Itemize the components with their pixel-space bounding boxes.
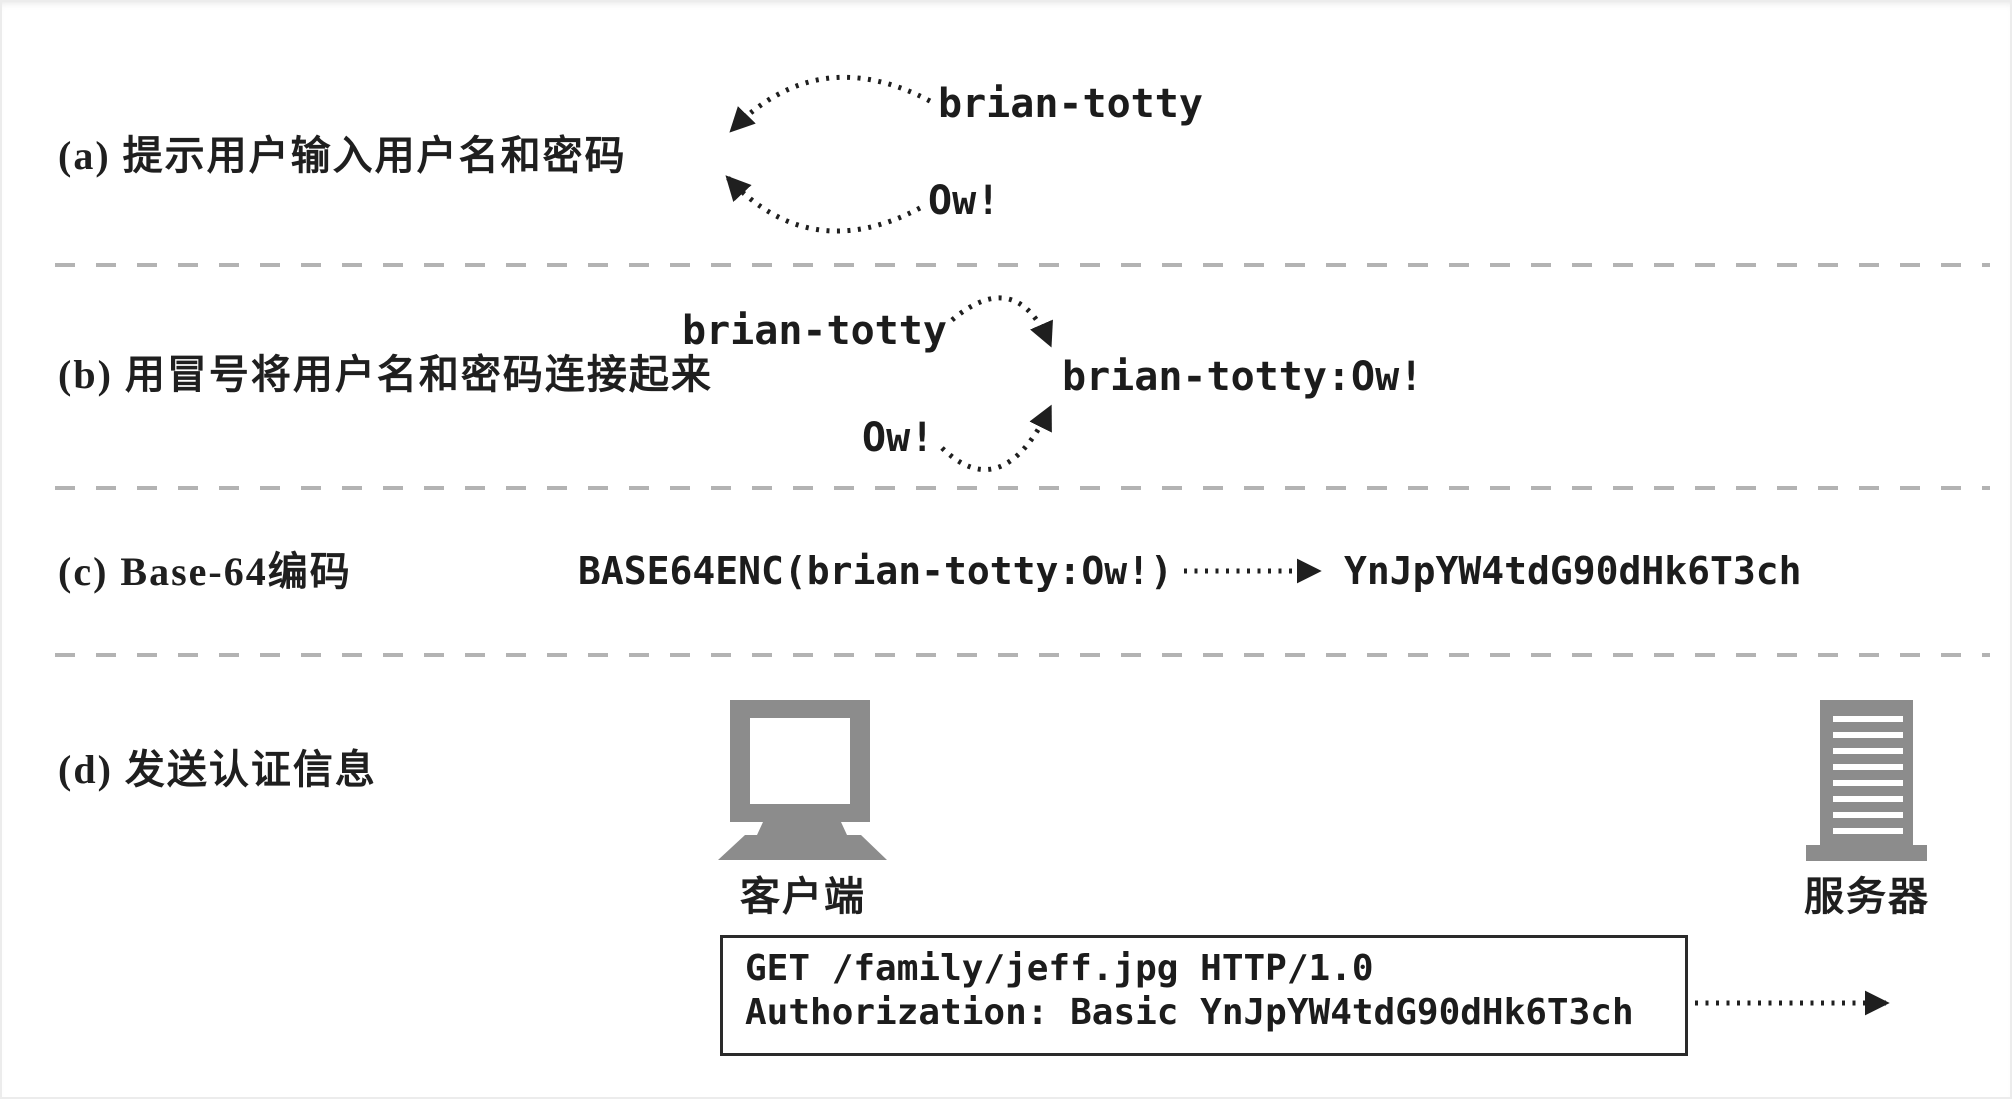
- section-c-encoded-value: YnJpYW4tdG90dHk6T3ch: [1344, 549, 1802, 593]
- section-c-label: (c) Base-64编码: [58, 549, 352, 594]
- request-line-1: GET /family/jeff.jpg HTTP/1.0: [745, 948, 1374, 989]
- separator-3: [55, 653, 1990, 657]
- server-slats: [1833, 716, 1903, 834]
- section-c-expression: BASE64ENC(brian-totty:Ow!): [578, 549, 1173, 593]
- section-a-username: brian-totty: [938, 81, 1203, 127]
- server-tower-icon: [1806, 700, 1927, 861]
- http-request-box: GET /family/jeff.jpg HTTP/1.0 Authorizat…: [720, 935, 1688, 1056]
- section-b-password: Ow!: [862, 415, 935, 461]
- server-label: 服务器: [1804, 874, 1930, 919]
- section-d-label: (d) 发送认证信息: [58, 747, 377, 792]
- client-label: 客户端: [740, 874, 866, 919]
- separator-1: [55, 263, 1990, 267]
- separator-2: [55, 486, 1990, 490]
- section-a-password: Ow!: [928, 178, 1001, 224]
- arrow-a-password-to-prompt: [725, 175, 922, 234]
- arrow-b-username-to-joined: [950, 295, 1053, 348]
- section-a-label: (a) 提示用户输入用户名和密码: [58, 133, 627, 178]
- request-line-2: Authorization: Basic YnJpYW4tdG90dHk6T3c…: [745, 992, 1634, 1033]
- section-b-joined-value: brian-totty:Ow!: [1062, 354, 1424, 400]
- section-b-label: (b) 用冒号将用户名和密码连接起来: [58, 352, 713, 397]
- arrow-a-username-to-prompt: [729, 74, 932, 133]
- arrow-b-password-to-joined: [940, 404, 1053, 473]
- section-b-username: brian-totty: [682, 308, 947, 354]
- desktop-computer-icon: [718, 700, 887, 860]
